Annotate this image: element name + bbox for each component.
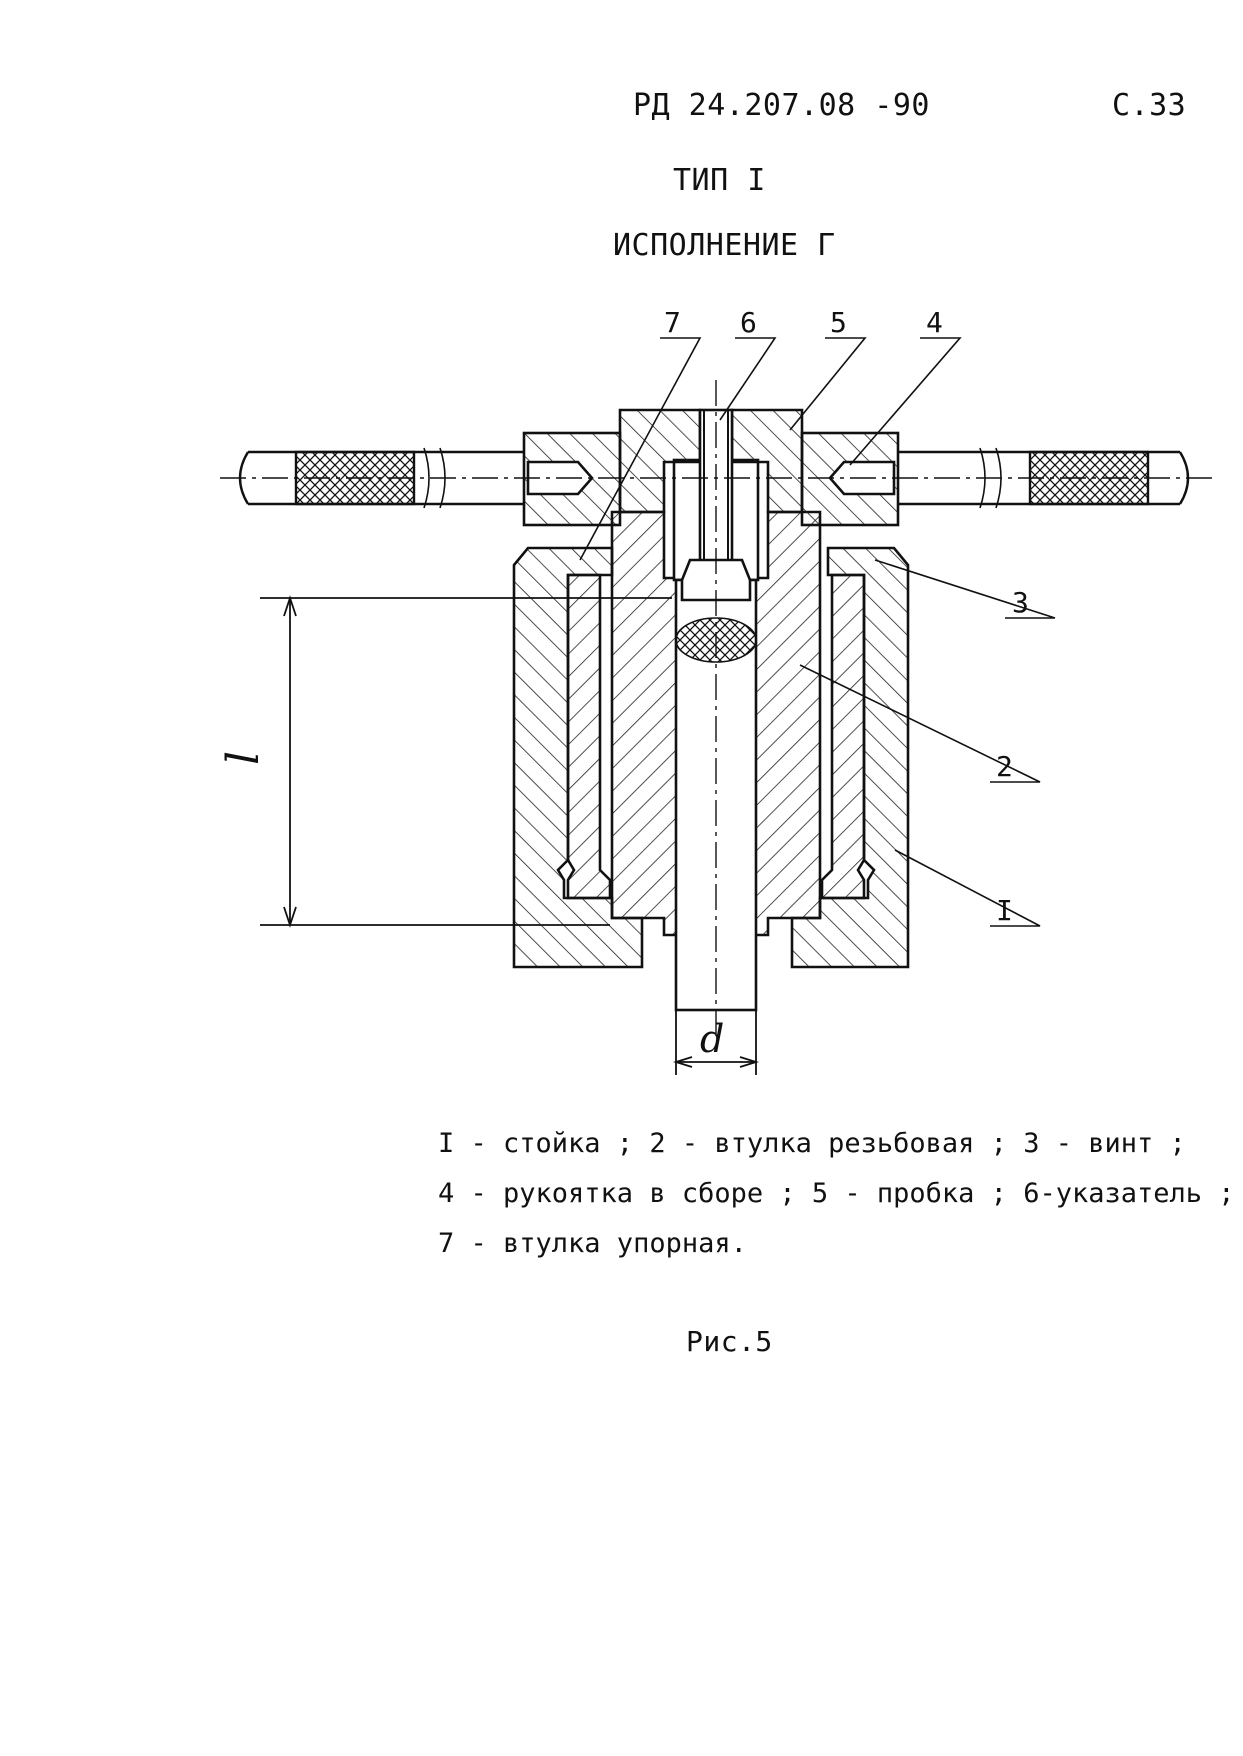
callout-2: 2 (996, 750, 1013, 783)
variant-title: ИСПОЛНЕНИЕ Г (613, 228, 836, 263)
callout-7: 7 (664, 306, 681, 339)
callout-1: I (996, 894, 1013, 927)
page-number: С.33 (1112, 88, 1187, 123)
figure-caption: Рис.5 (686, 1325, 773, 1358)
stop-sleeve-right-section (820, 573, 866, 900)
dim-symbol-d: d (700, 1017, 724, 1061)
leader-7 (579, 337, 702, 561)
dim-symbol-l: l (218, 751, 269, 765)
leader-2 (799, 664, 1041, 783)
callout-4: 4 (926, 306, 943, 339)
callout-3: 3 (1012, 586, 1029, 619)
stop-sleeve-section (566, 573, 612, 900)
dim-arrow-d-right (739, 1056, 760, 1068)
callout-5: 5 (830, 306, 847, 339)
dim-arrow-top (283, 595, 297, 617)
dim-arrow-bottom (283, 906, 297, 928)
leader-1 (894, 849, 1041, 927)
callout-6: 6 (740, 306, 757, 339)
legend-line-3: 7 - втулка упорная. (438, 1228, 747, 1259)
legend-line-2: 4 - рукоятка в сборе ; 5 - пробка ; 6-ук… (438, 1178, 1235, 1209)
leader-3 (874, 559, 1056, 619)
document-number: РД 24.207.08 -90 (633, 88, 930, 123)
leader-6 (719, 337, 777, 421)
legend-line-1: I - стойка ; 2 - втулка резьбовая ; 3 - … (438, 1128, 1186, 1159)
leader-4 (849, 337, 962, 466)
type-title: ТИП I (673, 163, 766, 198)
leader-5 (789, 337, 867, 431)
handle-grip-right (1028, 450, 1150, 506)
dim-arrow-d-left (672, 1056, 693, 1068)
